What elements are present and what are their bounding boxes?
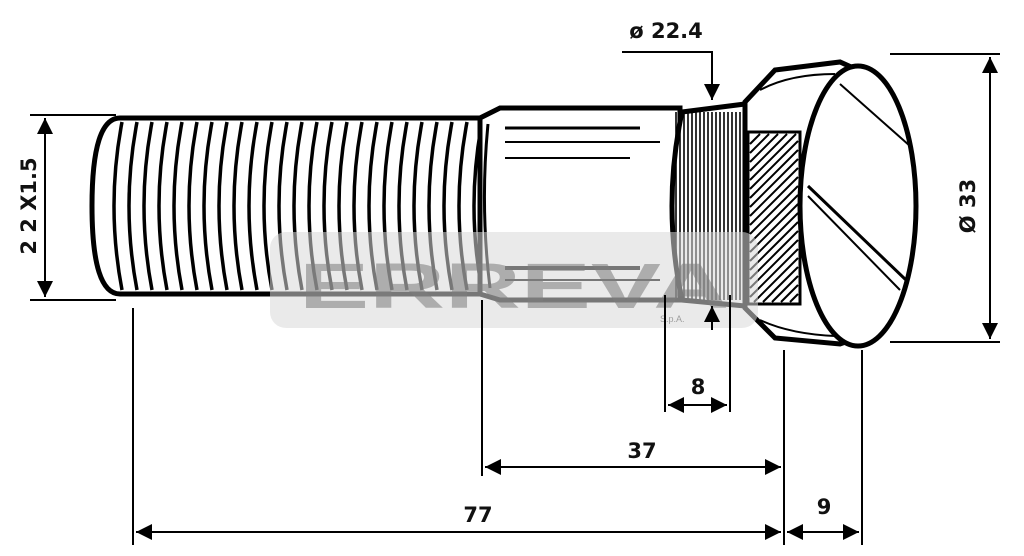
watermark-suffix: S.p.A.	[660, 314, 685, 324]
head-diameter-label: Ø 33	[956, 179, 980, 233]
total-length-label: 77	[463, 503, 492, 527]
shank-length-dimension: 37	[481, 300, 785, 545]
watermark-brand: ERREVA	[299, 250, 729, 322]
thread-size-label: 2 2 X1.5	[17, 157, 41, 254]
total-length-dimension: 77	[132, 308, 781, 545]
knurl-diameter-dimension: ø 22.4	[622, 19, 720, 330]
bolt-threaded-section	[89, 115, 484, 297]
head-length-dimension: 9	[787, 350, 863, 545]
knurl-length-dimension: 8	[664, 295, 731, 413]
erreva-watermark: ERREVA S.p.A.	[270, 232, 758, 328]
shank-length-label: 37	[627, 439, 656, 463]
knurl-length-label: 8	[691, 375, 706, 399]
head-diameter-dimension: Ø 33	[890, 53, 1000, 343]
thread-dimension: 2 2 X1.5	[17, 114, 116, 301]
knurl-diameter-label: ø 22.4	[629, 19, 703, 43]
bolt-head	[742, 59, 919, 349]
head-length-label: 9	[817, 495, 832, 519]
